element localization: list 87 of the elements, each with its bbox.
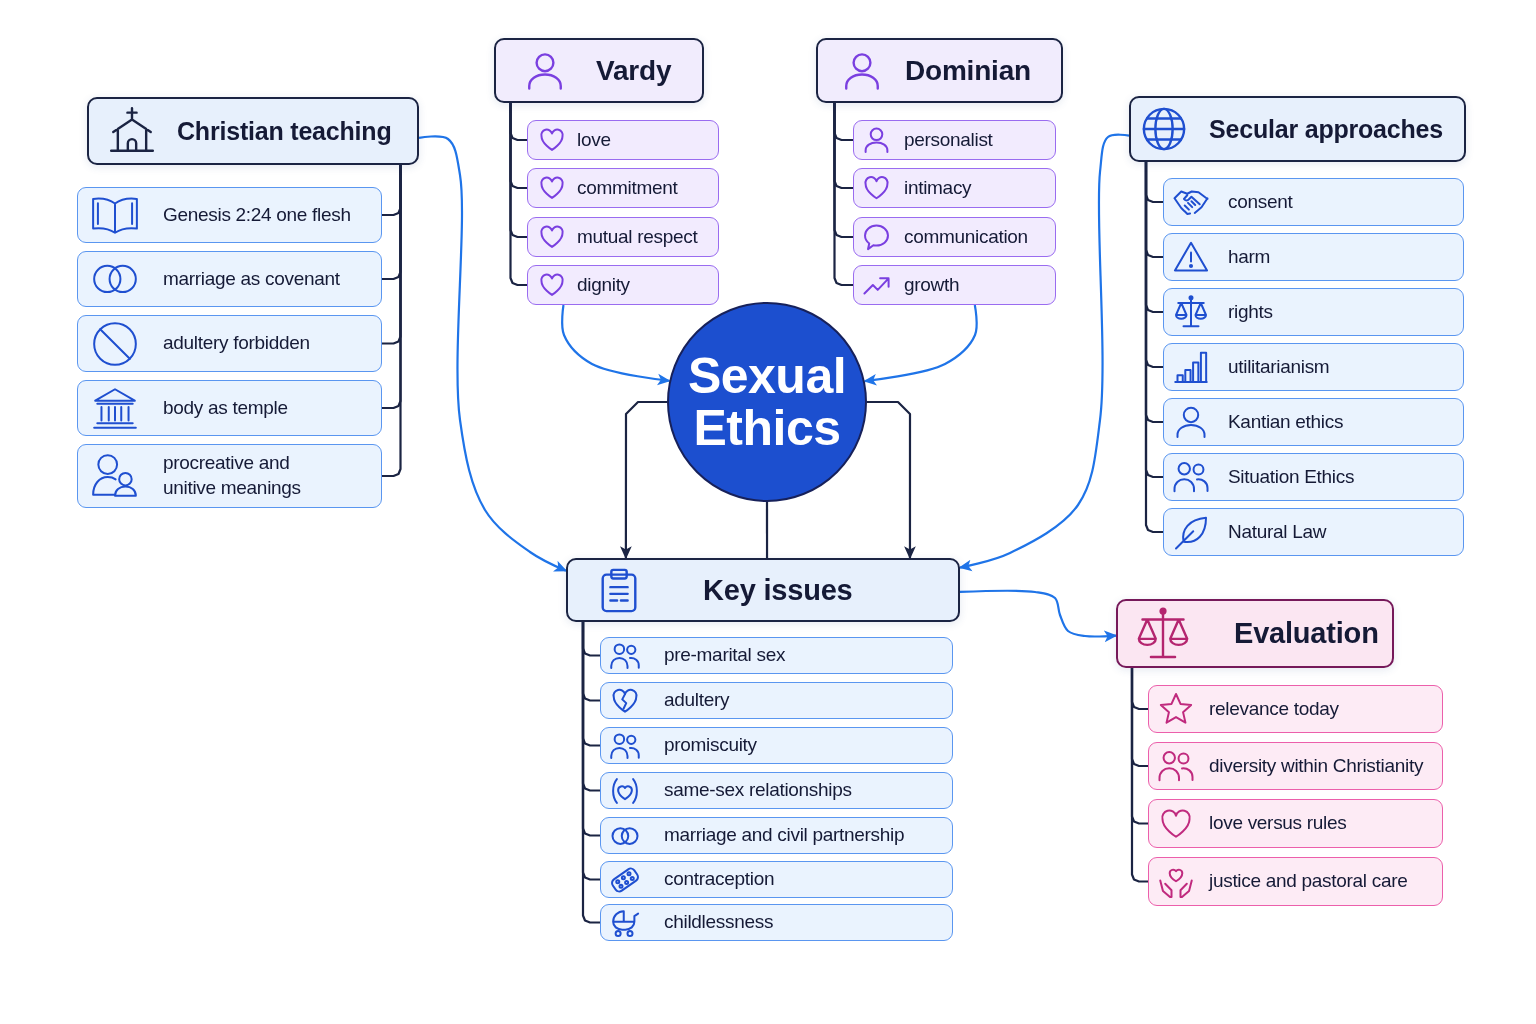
- topic-box: [1163, 233, 1464, 281]
- topic-box: [1163, 178, 1464, 226]
- category-header: [566, 558, 960, 622]
- topic-box: [77, 315, 382, 372]
- category-header: [1129, 96, 1466, 162]
- topic-label: mutual respect: [577, 224, 698, 249]
- category-header: [494, 38, 704, 103]
- topic-box: [1148, 799, 1443, 848]
- arrow: [863, 304, 978, 386]
- topic-box: [1163, 398, 1464, 446]
- heading: Secular approaches: [1209, 114, 1443, 144]
- topic-box: [1148, 685, 1443, 733]
- topic-label: commitment: [577, 175, 678, 200]
- connector-line: [1130, 668, 1148, 883]
- topic-box: [527, 168, 719, 208]
- arrow: [620, 400, 667, 560]
- topic-label: marriage and civil partnership: [664, 823, 905, 848]
- topic-label: rights: [1228, 299, 1273, 324]
- topic-box: [527, 217, 719, 257]
- heading: Key issues: [703, 573, 853, 607]
- topic-box: [1163, 453, 1464, 501]
- topic-label: love: [577, 127, 611, 152]
- topic-box: [1163, 288, 1464, 336]
- arrow: [561, 304, 671, 386]
- topic-box: [853, 120, 1056, 160]
- topic-label: procreative and unitive meanings: [163, 451, 302, 500]
- topic-label: childlessness: [664, 910, 774, 935]
- topic-box: [600, 727, 953, 764]
- topic-box: [600, 904, 953, 941]
- topic-box: [1163, 343, 1464, 391]
- topic-box: [600, 772, 953, 809]
- topic-label: justice and pastoral care: [1209, 869, 1408, 894]
- topic-box: [1148, 857, 1443, 906]
- arrow: [867, 400, 916, 560]
- topic-box: [1148, 742, 1443, 790]
- category-header: [87, 97, 419, 165]
- topic-label: Situation Ethics: [1228, 464, 1355, 489]
- central-title: Sexual Ethics: [686, 349, 848, 455]
- topic-label: relevance today: [1209, 696, 1339, 721]
- topic-label: marriage as covenant: [163, 266, 340, 291]
- topic-box: [853, 265, 1056, 305]
- category-header: [1116, 599, 1394, 668]
- topic-label: pre-marital sex: [664, 643, 786, 668]
- topic-box: [853, 168, 1056, 208]
- topic-box: [600, 637, 953, 674]
- topic-box: [527, 265, 719, 305]
- topic-label: personalist: [904, 127, 993, 152]
- topic-label: Kantian ethics: [1228, 409, 1344, 434]
- topic-label: Genesis 2:24 one flesh: [163, 202, 351, 227]
- topic-box: [527, 120, 719, 160]
- topic-label: consent: [1228, 189, 1293, 214]
- heading: Vardy: [596, 54, 672, 87]
- topic-label: adultery forbidden: [163, 331, 310, 356]
- connector-line: [509, 103, 527, 287]
- connector-line: [833, 103, 853, 287]
- category-header: [816, 38, 1063, 103]
- topic-box: [600, 682, 953, 719]
- topic-label: same-sex relationships: [664, 778, 852, 803]
- arrow: [418, 135, 568, 572]
- topic-label: utilitarianism: [1228, 354, 1330, 379]
- heading: Dominian: [905, 54, 1031, 87]
- arrow: [959, 589, 1118, 643]
- topic-box: [77, 444, 382, 508]
- topic-label: dignity: [577, 272, 630, 297]
- topic-label: promiscuity: [664, 733, 757, 758]
- topic-box: [77, 380, 382, 436]
- topic-label: diversity within Christianity: [1209, 753, 1424, 778]
- topic-label: intimacy: [904, 175, 972, 200]
- topic-box: [77, 187, 382, 243]
- topic-box: [1163, 508, 1464, 556]
- topic-box: [77, 251, 382, 307]
- topic-label: communication: [904, 224, 1028, 249]
- arrow: [958, 133, 1130, 572]
- topic-label: harm: [1228, 244, 1271, 269]
- connector-line: [765, 502, 769, 558]
- heading: Evaluation: [1234, 617, 1379, 650]
- topic-label: body as temple: [163, 395, 288, 420]
- topic-label: adultery: [664, 688, 730, 713]
- connector-line: [382, 165, 402, 478]
- topic-box: [600, 861, 953, 898]
- topic-box: [600, 817, 953, 854]
- topic-label: contraception: [664, 867, 775, 892]
- topic-label: Natural Law: [1228, 519, 1327, 544]
- topic-label: growth: [904, 272, 960, 297]
- topic-label: love versus rules: [1209, 811, 1347, 836]
- topic-box: [853, 217, 1056, 257]
- heading: Christian teaching: [177, 116, 392, 146]
